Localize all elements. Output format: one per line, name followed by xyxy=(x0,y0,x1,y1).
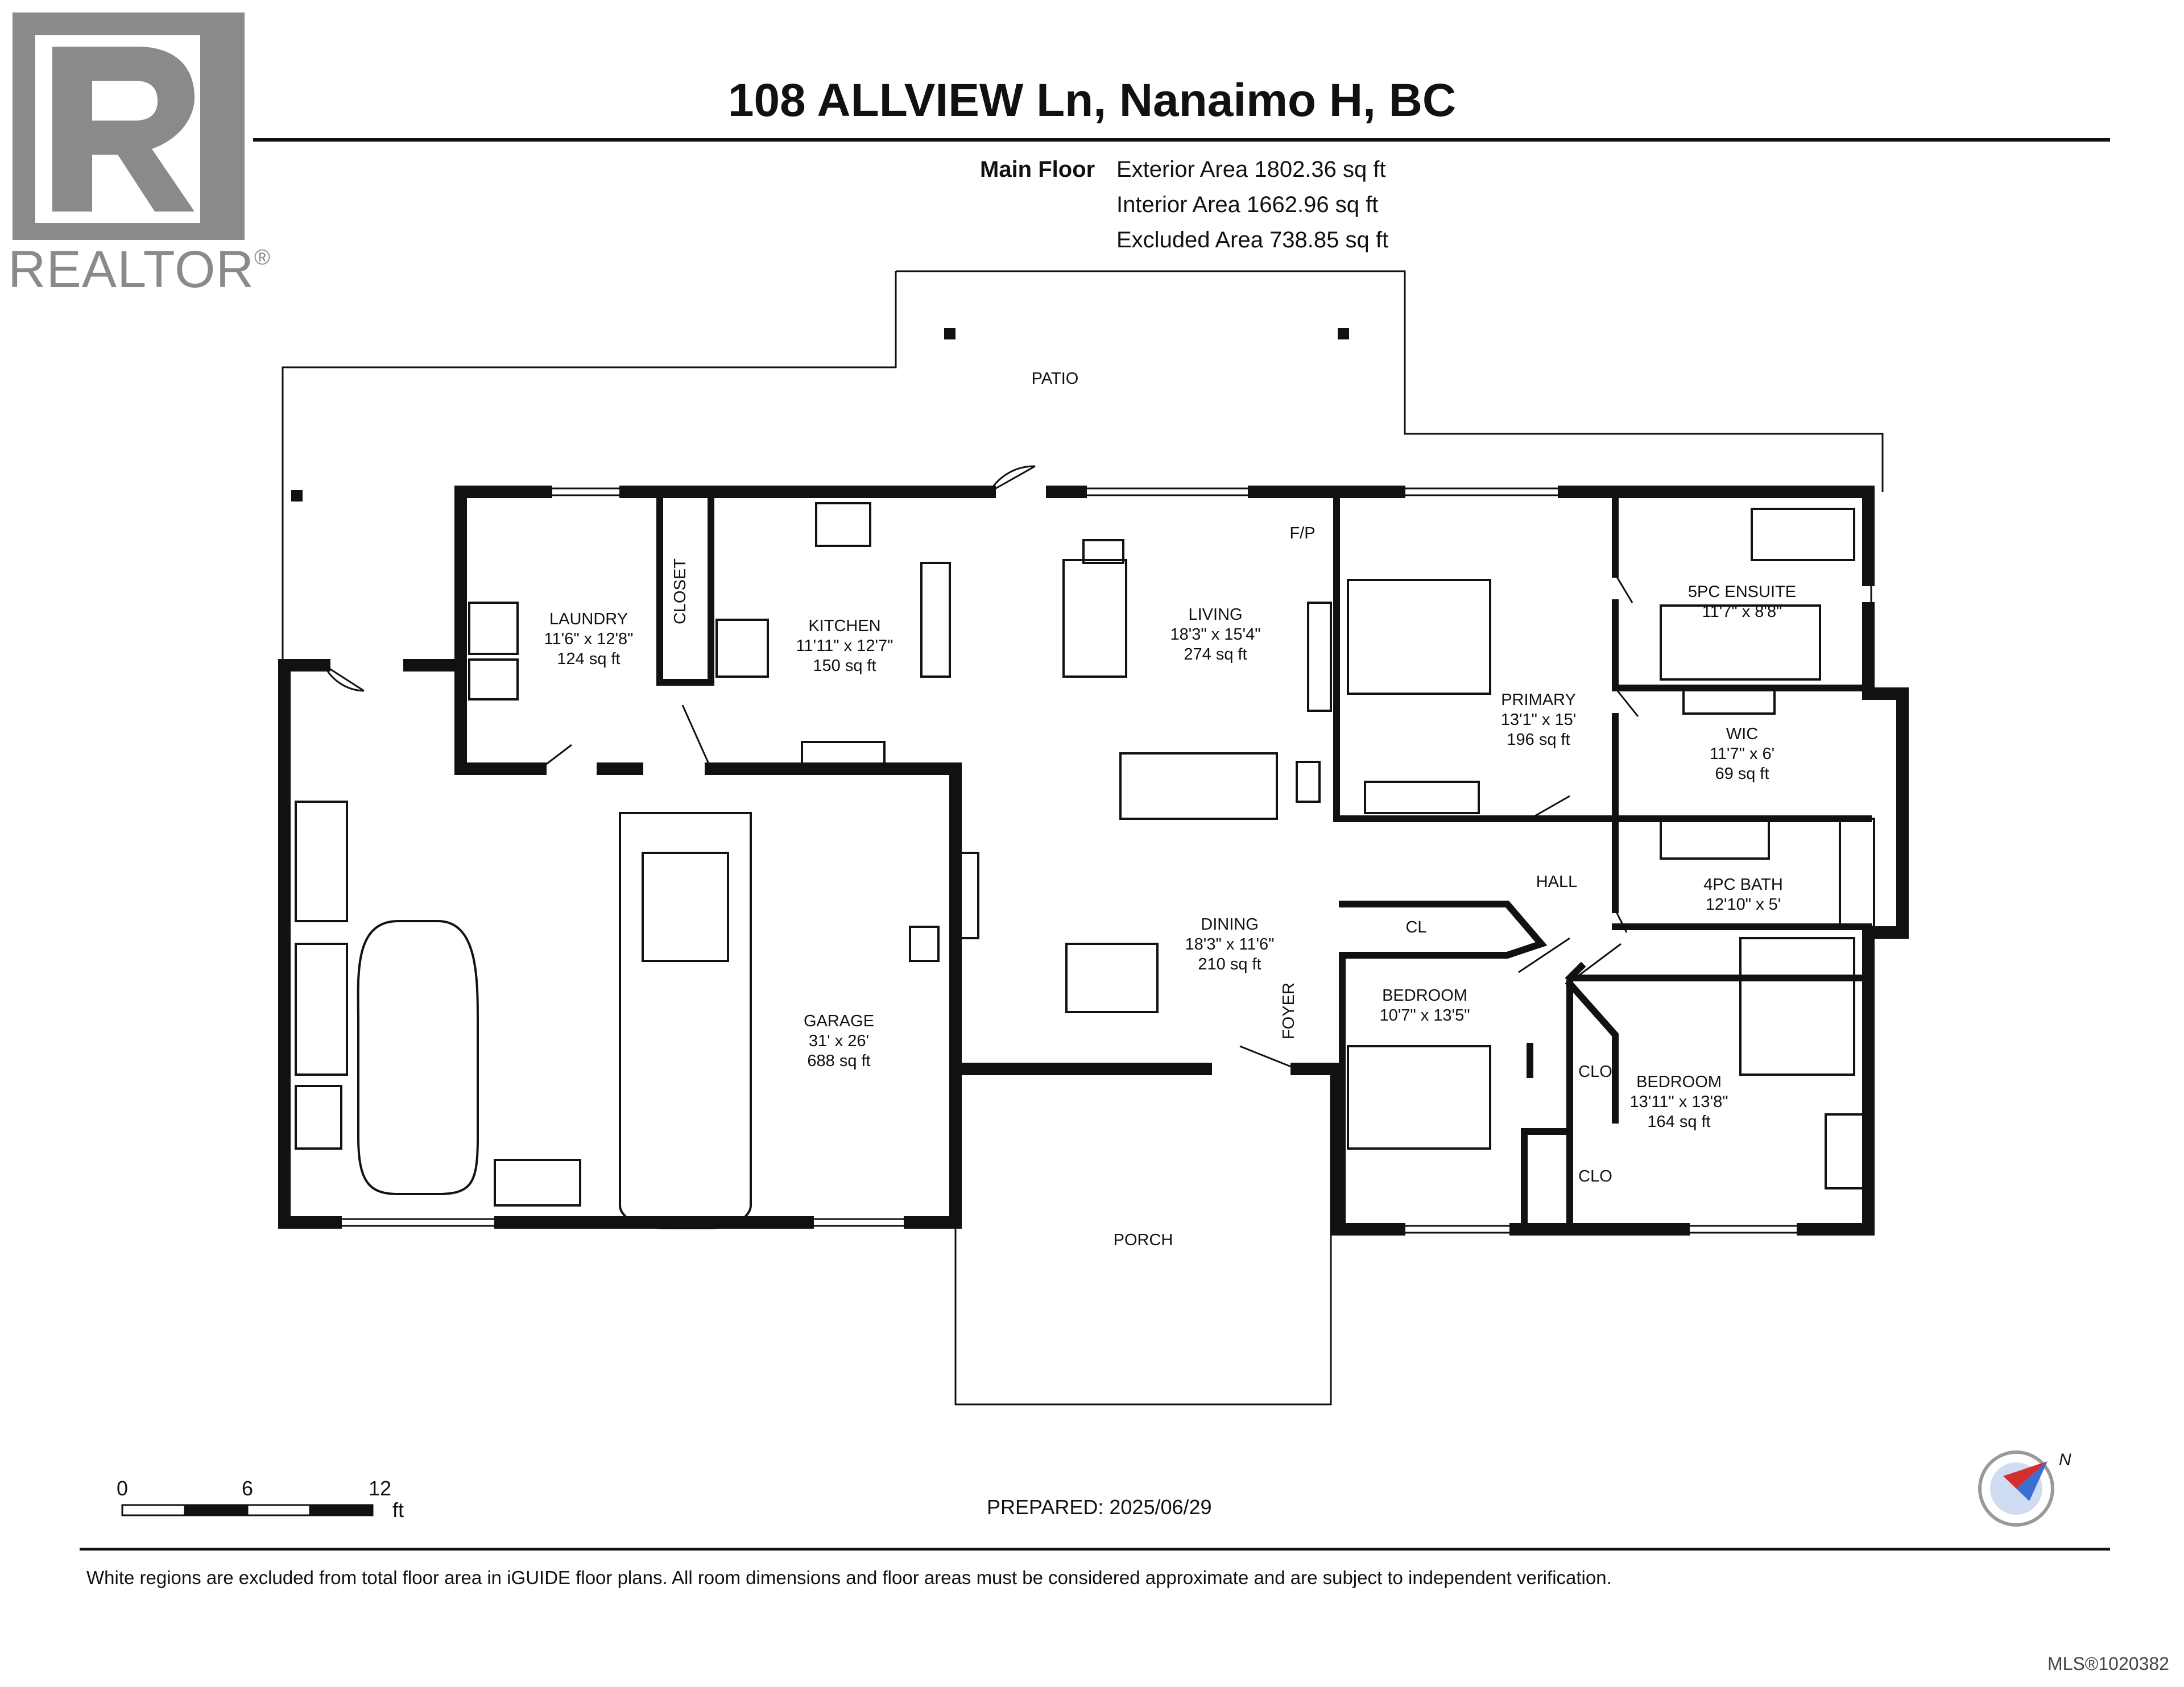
interior-area: Interior Area 1662.96 sq ft xyxy=(1116,192,1379,217)
room-label-foyer: FOYER xyxy=(1280,983,1298,1039)
interior-walls xyxy=(656,488,1872,1233)
room-area-laundry: 124 sq ft xyxy=(557,650,620,668)
floor-label: Main Floor xyxy=(980,157,1095,182)
room-label-hall: HALL xyxy=(1536,873,1578,891)
furniture xyxy=(468,502,1875,1189)
room-label-fp: F/P xyxy=(1289,524,1315,542)
realtor-wordmark: REALTOR® xyxy=(8,241,271,299)
prepared-date: PREPARED: 2025/06/29 xyxy=(987,1495,1212,1519)
room-area-garage: 688 sq ft xyxy=(807,1052,870,1070)
footnote: White regions are excluded from total fl… xyxy=(86,1567,1612,1588)
room-label-dining: DINING xyxy=(1201,915,1259,934)
scale-tick-6: 6 xyxy=(242,1477,253,1500)
scale-tick-12: 12 xyxy=(369,1477,391,1500)
room-dims-bedroom-1: 10'7" x 13'5" xyxy=(1379,1006,1470,1025)
room-dims-dining: 18'3" x 11'6" xyxy=(1185,935,1275,954)
room-label-laundry: LAUNDRY xyxy=(549,610,628,628)
room-label-bedroom-1: BEDROOM xyxy=(1382,986,1467,1005)
room-dims-ensuite: 11'7" x 8'8" xyxy=(1702,603,1782,621)
porch-outline xyxy=(954,1069,1332,1406)
room-area-dining: 210 sq ft xyxy=(1198,955,1261,973)
room-label-4pc-bath: 4PC BATH xyxy=(1703,876,1783,894)
room-label-ensuite: 5PC ENSUITE xyxy=(1688,583,1796,601)
scale-bar: 0 6 12 ft xyxy=(117,1477,404,1522)
room-label-kitchen: KITCHEN xyxy=(808,617,880,635)
room-label-bedroom-2: BEDROOM xyxy=(1636,1073,1722,1091)
compass-icon: N xyxy=(1978,1450,2071,1527)
doors xyxy=(323,465,1639,1070)
room-dims-4pc-bath: 12'10" x 5' xyxy=(1706,896,1781,914)
excluded-area: Excluded Area 738.85 sq ft xyxy=(1116,227,1389,252)
room-label-clo-1: CLO xyxy=(1578,1063,1612,1081)
garage-vehicles xyxy=(295,801,752,1229)
room-dims-living: 18'3" x 15'4" xyxy=(1170,625,1260,644)
room-dims-laundry: 11'6" x 12'8" xyxy=(544,630,634,648)
room-area-primary: 196 sq ft xyxy=(1507,731,1570,749)
room-dims-bedroom-2: 13'11" x 13'8" xyxy=(1629,1093,1728,1111)
patio-post xyxy=(944,328,956,339)
patio-post xyxy=(291,490,303,501)
room-dims-primary: 13'1" x 15' xyxy=(1501,711,1577,729)
room-dims-wic: 11'7" x 6' xyxy=(1710,745,1774,763)
room-area-wic: 69 sq ft xyxy=(1715,765,1769,783)
room-label-patio: PATIO xyxy=(1032,370,1079,388)
room-label-garage: GARAGE xyxy=(804,1012,874,1030)
patio-outline xyxy=(282,270,1884,665)
page-title: 108 ALLVIEW Ln, Nanaimo H, BC xyxy=(727,74,1457,126)
room-label-porch: PORCH xyxy=(1114,1231,1173,1249)
room-area-kitchen: 150 sq ft xyxy=(813,657,876,675)
mls-number: MLS®1020382 xyxy=(2048,1653,2169,1674)
compass-north-label: N xyxy=(2059,1450,2071,1469)
patio-post xyxy=(1338,328,1349,339)
room-dims-garage: 31' x 26' xyxy=(809,1032,869,1050)
room-area-bedroom-2: 164 sq ft xyxy=(1647,1113,1710,1131)
footer-divider xyxy=(80,1548,2110,1551)
room-label-cl: CL xyxy=(1405,918,1426,936)
room-label-primary: PRIMARY xyxy=(1501,691,1576,709)
exterior-area: Exterior Area 1802.36 sq ft xyxy=(1116,157,1386,182)
title-divider xyxy=(253,138,2110,142)
scale-tick-0: 0 xyxy=(117,1477,128,1500)
room-label-clo-2: CLO xyxy=(1578,1167,1612,1186)
room-label-wic: WIC xyxy=(1726,725,1758,743)
windows xyxy=(280,487,1907,1234)
room-area-living: 274 sq ft xyxy=(1184,645,1247,664)
room-label-closet: CLOSET xyxy=(671,558,689,624)
room-label-living: LIVING xyxy=(1188,606,1242,624)
scale-unit: ft xyxy=(392,1498,404,1522)
room-dims-kitchen: 11'11" x 12'7" xyxy=(796,637,894,655)
realtor-logo xyxy=(13,13,245,240)
